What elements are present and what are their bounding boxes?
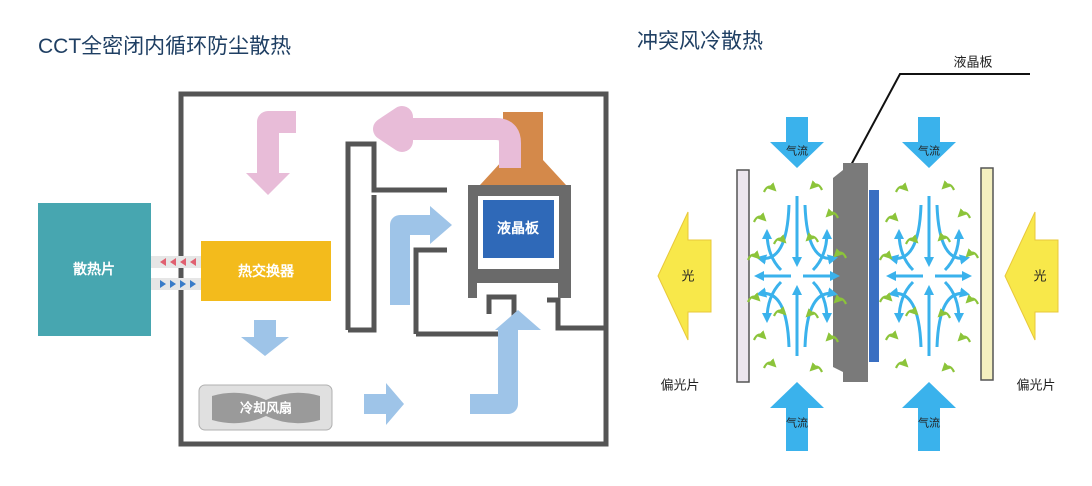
right-title: 冲突风冷散热 bbox=[637, 30, 763, 53]
internal-walls bbox=[345, 141, 606, 337]
right-diagram bbox=[657, 73, 1059, 451]
heat-exchanger bbox=[201, 241, 331, 301]
left-diagram bbox=[38, 91, 609, 447]
light-arrow-right bbox=[1004, 211, 1059, 341]
hot-air-flow bbox=[246, 106, 521, 195]
airflow-label-top-left: 气流 bbox=[786, 145, 808, 158]
heatsink-label: 散热片 bbox=[73, 261, 115, 277]
lcd-glass bbox=[869, 190, 879, 362]
cool-air-flow bbox=[241, 206, 541, 425]
light-label-left: 光 bbox=[681, 268, 695, 284]
inner-airflow bbox=[753, 196, 973, 356]
cooling-fan-label: 冷却风扇 bbox=[239, 400, 293, 416]
heat-transfer-arrows bbox=[151, 256, 201, 290]
airflow-inputs bbox=[770, 117, 956, 451]
lcd-leader-line bbox=[842, 73, 1030, 181]
heat-exchanger-label: 热交换器 bbox=[238, 263, 294, 279]
enclosure bbox=[178, 91, 609, 447]
light-arrow-left bbox=[657, 211, 712, 341]
polarizer-label-left: 偏光片 bbox=[660, 377, 700, 393]
lcd-panel bbox=[483, 200, 554, 258]
airflow-label-top-right: 气流 bbox=[918, 145, 940, 158]
light-label-right: 光 bbox=[1033, 268, 1047, 284]
lcd-body bbox=[833, 163, 868, 382]
cooling-fan bbox=[198, 384, 333, 431]
polarizer-left bbox=[736, 169, 750, 383]
polarizer-right bbox=[980, 167, 994, 381]
circulation-arrows bbox=[746, 180, 980, 373]
lcd-panel-label: 液晶板 bbox=[497, 220, 539, 236]
right-lcd-label: 液晶板 bbox=[953, 54, 993, 70]
airflow-label-bottom-left: 气流 bbox=[786, 417, 808, 430]
heatsink bbox=[38, 203, 151, 336]
polarizer-label-right: 偏光片 bbox=[1016, 377, 1056, 393]
left-title: CCT全密闭内循环防尘散热 bbox=[38, 35, 292, 58]
airflow-label-bottom-right: 气流 bbox=[918, 417, 940, 430]
